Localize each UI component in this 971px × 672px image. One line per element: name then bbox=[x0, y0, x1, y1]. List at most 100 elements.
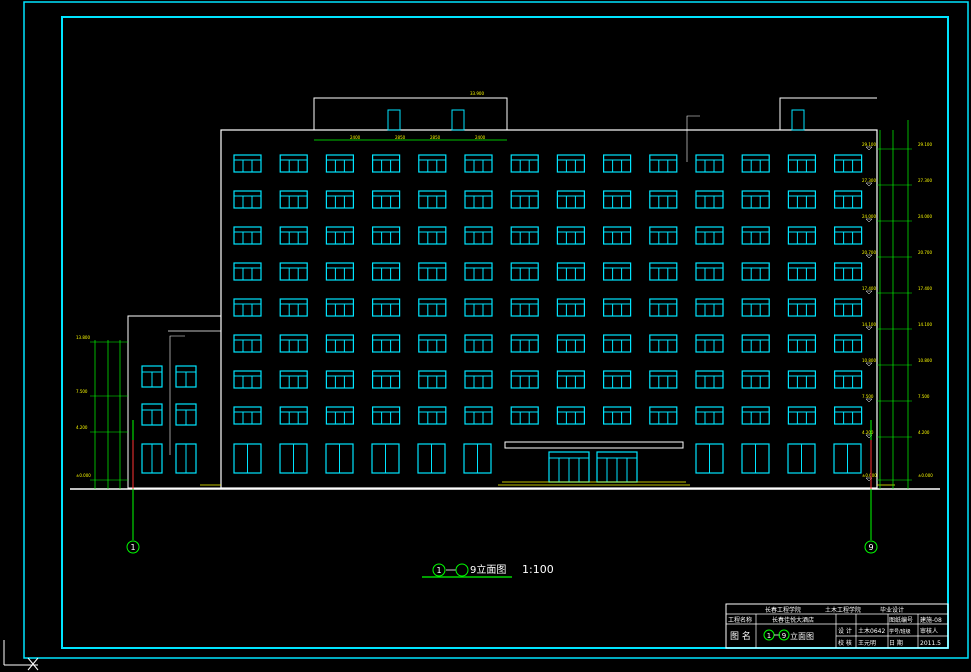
tb-college: 土木工程学院 bbox=[825, 606, 861, 614]
window bbox=[279, 298, 308, 317]
tb-date-label: 日 期 bbox=[889, 639, 903, 647]
leader-notes bbox=[169, 115, 700, 455]
entrance-canopy bbox=[504, 441, 684, 449]
window bbox=[833, 370, 863, 389]
window bbox=[279, 262, 308, 281]
window bbox=[695, 370, 724, 389]
tb-drawing-no-label: 图纸编号 bbox=[889, 616, 913, 624]
window bbox=[787, 154, 817, 173]
window bbox=[510, 406, 539, 425]
level-label-far-right: 17.400 bbox=[918, 286, 932, 291]
roof-tower-right bbox=[779, 97, 877, 130]
level-label-far-right: ±0.000 bbox=[918, 473, 933, 478]
level-label-right: 29.100 bbox=[862, 142, 876, 147]
title-block: 长春工程学院 土木工程学院 毕业设计 工程名称 长春佳悦大酒店 图纸编号 建施-… bbox=[725, 603, 949, 649]
level-label-left: ±0.000 bbox=[76, 473, 91, 478]
window bbox=[833, 190, 863, 209]
tb-drawing-no: 建施-08 bbox=[920, 616, 942, 624]
window bbox=[833, 154, 863, 173]
level-label-right: 17.400 bbox=[862, 286, 876, 291]
level-label-far-right: 10.800 bbox=[918, 358, 932, 363]
ground-window bbox=[233, 443, 262, 474]
window bbox=[279, 406, 308, 425]
level-label-far-right: 20.700 bbox=[918, 250, 932, 255]
tb-project-name: 长春佳悦大酒店 bbox=[772, 616, 814, 624]
window bbox=[464, 190, 493, 209]
window bbox=[372, 406, 401, 425]
level-label-right: ±0.000 bbox=[862, 473, 877, 478]
window bbox=[741, 298, 770, 317]
window bbox=[741, 370, 770, 389]
window bbox=[556, 154, 586, 173]
window bbox=[649, 262, 678, 281]
window bbox=[510, 334, 539, 353]
window bbox=[556, 370, 586, 389]
window bbox=[833, 298, 863, 317]
tb-class-label: 学号/班级 bbox=[889, 628, 911, 635]
window bbox=[325, 406, 354, 425]
window bbox=[233, 370, 262, 389]
window bbox=[510, 226, 539, 245]
level-label-right: 10.800 bbox=[862, 358, 876, 363]
window bbox=[741, 406, 770, 425]
window bbox=[325, 370, 354, 389]
window bbox=[464, 298, 493, 317]
tb-reviewer: 王元明 bbox=[858, 640, 876, 647]
window bbox=[464, 334, 493, 353]
window bbox=[833, 334, 863, 353]
title-scale: 1:100 bbox=[522, 563, 554, 576]
window bbox=[510, 190, 539, 209]
window bbox=[279, 226, 308, 245]
axis-left: 1 bbox=[126, 420, 140, 554]
window bbox=[372, 190, 401, 209]
window bbox=[556, 298, 586, 317]
level-label-left: 4.200 bbox=[76, 425, 88, 430]
tb-school: 长春工程学院 bbox=[765, 606, 801, 614]
tb-drawing-axis-start: 1 bbox=[767, 632, 771, 640]
window bbox=[833, 226, 863, 245]
window bbox=[372, 298, 401, 317]
window bbox=[325, 262, 354, 281]
window bbox=[649, 190, 678, 209]
window bbox=[741, 334, 770, 353]
window bbox=[464, 226, 493, 245]
level-label-left: 7.500 bbox=[76, 389, 88, 394]
window bbox=[602, 262, 632, 281]
tower-level: 33.900 bbox=[470, 91, 484, 96]
window bbox=[556, 226, 586, 245]
tb-date: 2011.5 bbox=[920, 640, 941, 647]
window bbox=[695, 262, 724, 281]
window bbox=[695, 226, 724, 245]
window bbox=[279, 190, 308, 209]
window bbox=[695, 190, 724, 209]
annex-window bbox=[141, 365, 163, 388]
window bbox=[418, 190, 447, 209]
window bbox=[372, 262, 401, 281]
window bbox=[464, 262, 493, 281]
window bbox=[233, 190, 262, 209]
window bbox=[233, 298, 262, 317]
window bbox=[833, 406, 863, 425]
main-block bbox=[220, 129, 878, 489]
window bbox=[602, 334, 632, 353]
window bbox=[372, 334, 401, 353]
window bbox=[372, 226, 401, 245]
window bbox=[741, 190, 770, 209]
window bbox=[279, 370, 308, 389]
axis-right: 9 bbox=[864, 420, 878, 554]
ground-window bbox=[741, 443, 770, 474]
window bbox=[325, 190, 354, 209]
annex-window bbox=[141, 403, 163, 426]
ground-window bbox=[417, 443, 446, 474]
left-annex bbox=[127, 315, 222, 489]
ground-window bbox=[695, 443, 724, 474]
level-label-right: 27.300 bbox=[862, 178, 876, 183]
window bbox=[695, 406, 724, 425]
roof-dim-4: 2400 bbox=[475, 135, 486, 140]
outer-frame bbox=[23, 1, 969, 659]
window bbox=[418, 262, 447, 281]
level-label-far-right: 7.500 bbox=[918, 394, 930, 399]
tb-drawing-axis-end: 9 bbox=[782, 632, 786, 640]
